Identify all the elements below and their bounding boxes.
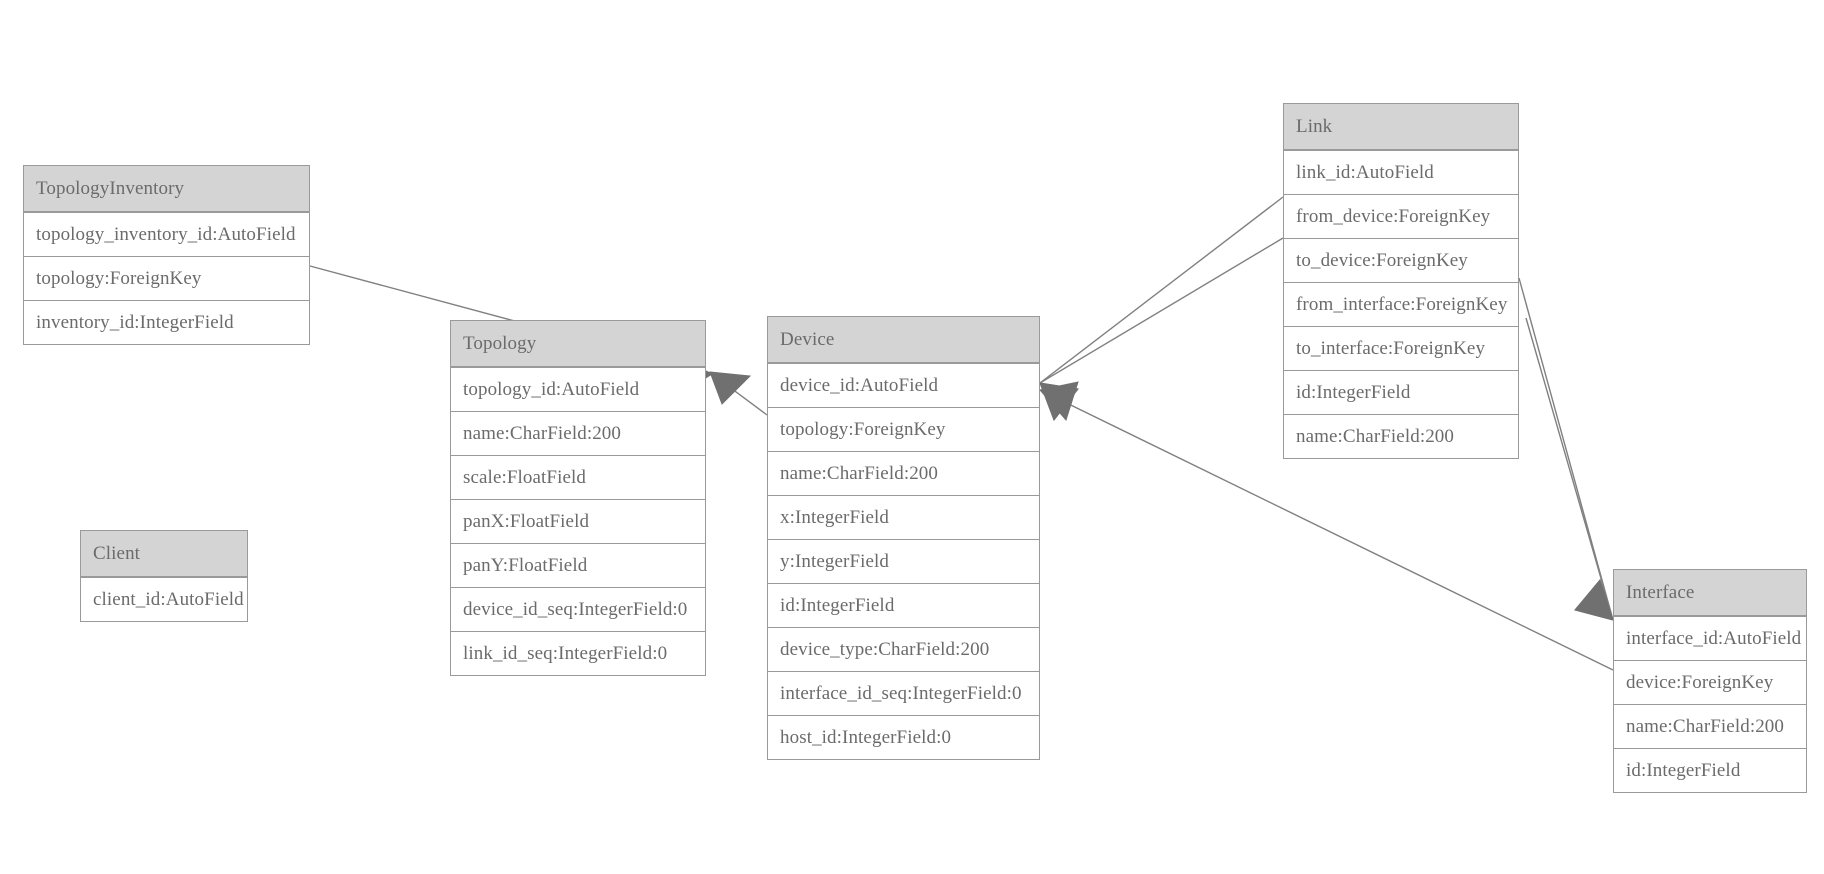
entity-field: link_id_seq:IntegerField:0 [451,631,705,675]
entity-title-link: Link [1284,104,1518,150]
entity-field: x:IntegerField [768,495,1039,539]
entity-field: panY:FloatField [451,543,705,587]
relationship-arrowhead-link-from-interface [1574,578,1614,621]
entity-field: y:IntegerField [768,539,1039,583]
entity-field: device_id:AutoField [768,363,1039,407]
entity-field: topology_id:AutoField [451,367,705,411]
entity-field: name:CharField:200 [1284,414,1518,458]
relationship-arrowhead-link-from-device [1039,382,1079,422]
entity-field: client_id:AutoField [81,577,247,621]
entity-field: inventory_id:IntegerField [24,300,309,344]
relationship-arrowhead-interface-device [1039,381,1079,422]
relationship-line-link-from-interface [1518,277,1614,621]
entity-field: topology:ForeignKey [768,407,1039,451]
entity-field: name:CharField:200 [768,451,1039,495]
entity-title-topology: Topology [451,321,705,367]
entity-field: from_device:ForeignKey [1284,194,1518,238]
entity-field: name:CharField:200 [451,411,705,455]
entity-field: to_device:ForeignKey [1284,238,1518,282]
relationship-arrowhead-device-topology [709,371,752,405]
entity-field: host_id:IntegerField:0 [768,715,1039,759]
entity-field: id:IntegerField [768,583,1039,627]
entity-field: link_id:AutoField [1284,150,1518,194]
entity-field: device_type:CharField:200 [768,627,1039,671]
entity-field: id:IntegerField [1284,370,1518,414]
entity-field: from_interface:ForeignKey [1284,282,1518,326]
entity-field: interface_id_seq:IntegerField:0 [768,671,1039,715]
entity-title-topology_inventory: TopologyInventory [24,166,309,212]
entity-field: to_interface:ForeignKey [1284,326,1518,370]
relationship-line-link-to-interface [1525,317,1614,621]
entity-title-device: Device [768,317,1039,363]
entity-field: scale:FloatField [451,455,705,499]
relationship-arrowhead-link-to-interface [1574,578,1614,621]
relationship-line-device-topology [711,373,768,416]
entity-field: topology:ForeignKey [24,256,309,300]
entity-field: topology_inventory_id:AutoField [24,212,309,256]
relationship-line-link-from-device [1039,196,1284,384]
entity-title-interface: Interface [1614,570,1806,616]
entity-field: interface_id:AutoField [1614,616,1806,660]
relationship-arrowhead-link-to-device [1039,382,1079,422]
entity-field: panX:FloatField [451,499,705,543]
entity-field: name:CharField:200 [1614,704,1806,748]
relationship-line-link-to-device [1039,237,1284,384]
entity-field: device:ForeignKey [1614,660,1806,704]
entity-field: id:IntegerField [1614,748,1806,792]
entity-field: device_id_seq:IntegerField:0 [451,587,705,631]
entity-title-client: Client [81,531,247,577]
